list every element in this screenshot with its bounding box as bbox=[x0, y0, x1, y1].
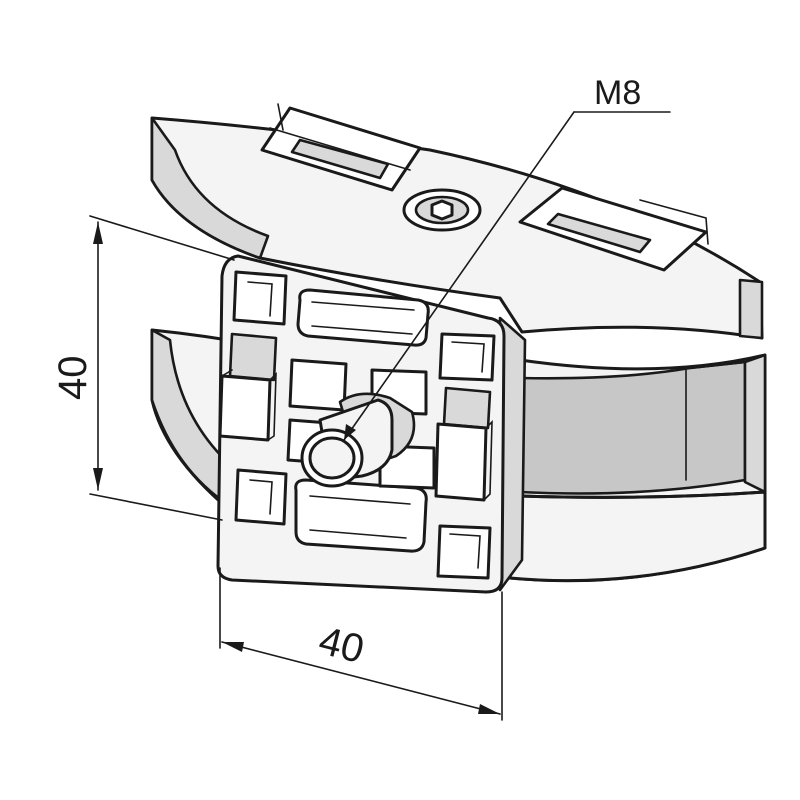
height-dimension: 40 bbox=[51, 215, 235, 521]
width-dimension-label: 40 bbox=[315, 618, 369, 671]
m8-callout: M8 bbox=[343, 74, 671, 441]
threaded-stud bbox=[300, 392, 416, 488]
thread-size-label: M8 bbox=[594, 74, 641, 112]
height-dimension-label: 40 bbox=[51, 356, 95, 401]
upper-clamp-jaw bbox=[150, 103, 764, 340]
width-dimension: 40 bbox=[219, 567, 503, 721]
end-plate bbox=[216, 254, 527, 594]
